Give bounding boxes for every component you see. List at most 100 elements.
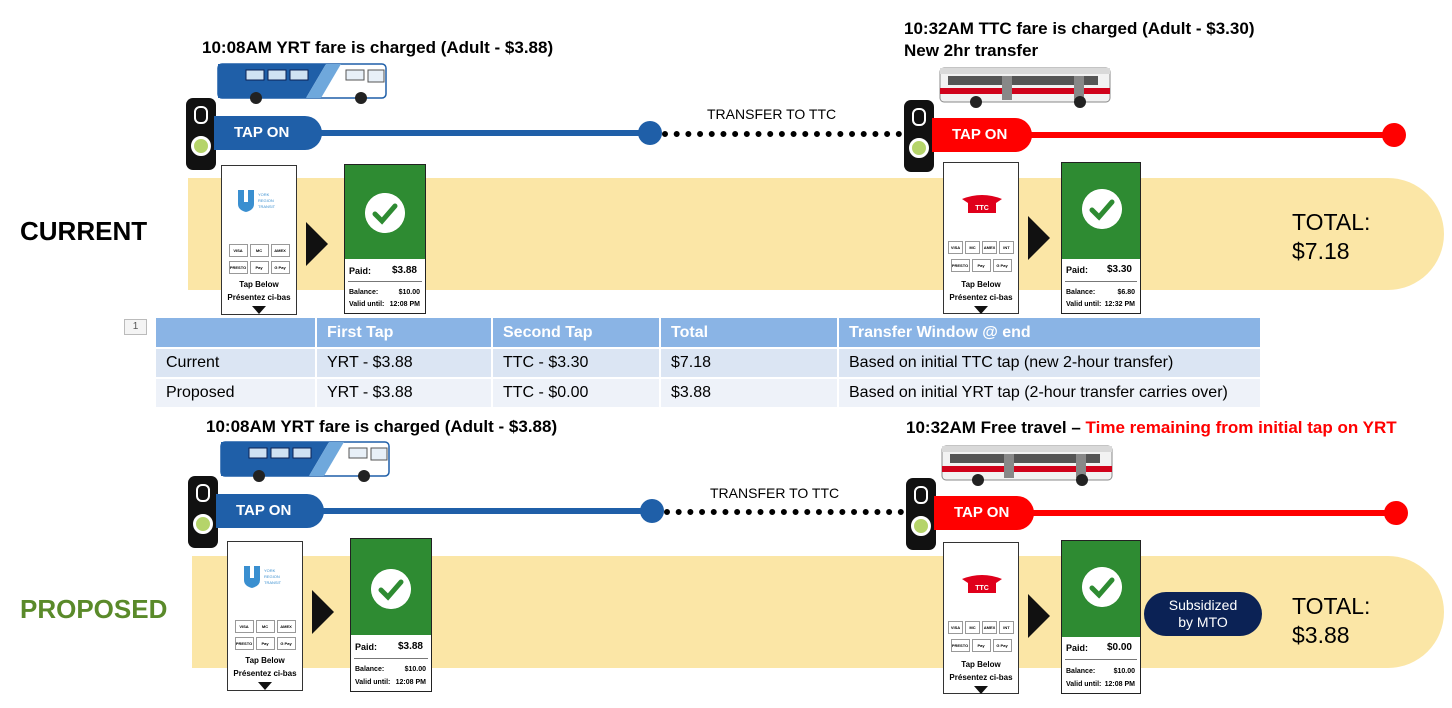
google-pay-icon: G Pay <box>992 639 1012 652</box>
presto-icon: PRESTO <box>228 261 248 274</box>
google-pay-icon: G Pay <box>992 259 1012 272</box>
fare-comparison-table: First Tap Second Tap Total Transfer Wind… <box>156 318 1262 409</box>
current-ttc-tap-on: TAP ON <box>932 118 1032 152</box>
google-pay-icon: G Pay <box>270 261 290 274</box>
apple-pay-icon: Pay <box>971 639 991 652</box>
current-yrt-end-node <box>638 121 662 145</box>
valid-until: 12:08 PM <box>395 679 426 686</box>
svg-text:YORK: YORK <box>264 568 276 573</box>
apple-pay-icon: Pay <box>249 261 269 274</box>
mastercard-icon: MC <box>965 621 980 634</box>
svg-text:TRANSIT: TRANSIT <box>258 204 276 209</box>
tap-below-text: Tap Below <box>961 280 1001 289</box>
ttc-logo-icon: TTC <box>962 195 1002 213</box>
subsidy-badge: Subsidized by MTO <box>1144 592 1262 636</box>
mastercard-icon: MC <box>255 620 275 633</box>
checkmark-icon <box>1082 189 1122 229</box>
table-header: Transfer Window @ end <box>838 318 1262 349</box>
mastercard-icon: MC <box>965 241 980 254</box>
row-number: 1 <box>124 319 147 335</box>
apple-pay-icon: Pay <box>255 637 275 650</box>
svg-text:REGION: REGION <box>258 198 274 203</box>
amex-icon: AMEX <box>982 621 997 634</box>
visa-icon: VISA <box>228 244 248 257</box>
table-header: Second Tap <box>492 318 661 349</box>
proposed-ttc-caption: 10:32AM Free travel – Time remaining fro… <box>906 418 1397 437</box>
current-ttc-route-line <box>1030 132 1390 138</box>
ttc-validator-signal-icon <box>906 478 936 550</box>
table-header: First Tap <box>316 318 493 349</box>
amex-icon: AMEX <box>276 620 296 633</box>
current-yrt-route-line <box>320 130 650 136</box>
proposed-yrt-receipt: Paid: $3.88 Balance: $10.00 Valid until:… <box>350 538 432 692</box>
presto-icon: PRESTO <box>950 259 970 272</box>
current-yrt-tap-on: TAP ON <box>214 116 322 150</box>
interac-icon: INT <box>999 621 1014 634</box>
proposed-ttc-tap-on: TAP ON <box>934 496 1034 530</box>
ttc-bus-icon <box>939 67 1111 108</box>
interac-icon: INT <box>999 241 1014 254</box>
arrow-right-icon <box>1028 216 1050 260</box>
proposed-ttc-end-node <box>1384 501 1408 525</box>
paid-amount: $3.88 <box>397 641 423 652</box>
paid-amount: $0.00 <box>1106 642 1132 653</box>
arrow-right-icon <box>1028 594 1050 638</box>
checkmark-icon <box>365 193 405 233</box>
visa-icon: VISA <box>234 620 254 633</box>
tap-below-text: Tap Below <box>239 280 279 289</box>
current-yrt-caption: 10:08AM YRT fare is charged (Adult - $3.… <box>202 38 554 57</box>
svg-text:TTC: TTC <box>975 205 989 212</box>
svg-text:TTC: TTC <box>975 585 989 592</box>
yrt-logo-icon: YORK REGION TRANSIT <box>244 566 282 588</box>
presentez-text: Présentez ci-bas <box>949 293 1013 302</box>
current-transfer-dotted-line <box>662 131 902 137</box>
table-row: Current YRT - $3.88 TTC - $3.30 $7.18 Ba… <box>156 348 1262 379</box>
proposed-yrt-caption: 10:08AM YRT fare is charged (Adult - $3.… <box>206 417 558 436</box>
ttc-logo-icon: TTC <box>962 575 1002 593</box>
current-ttc-end-node <box>1382 123 1406 147</box>
proposed-yrt-route-line <box>322 508 652 514</box>
proposed-ttc-caption-highlight: Time remaining from initial tap on YRT <box>1085 418 1397 437</box>
down-triangle-icon <box>252 306 266 314</box>
yrt-validator-signal-icon <box>186 98 216 170</box>
presto-icon: PRESTO <box>234 637 254 650</box>
current-total-label: TOTAL: <box>1292 209 1371 235</box>
proposed-ttc-receipt: Paid: $0.00 Balance: $10.00 Valid until:… <box>1061 540 1141 694</box>
current-ttc-caption-line1: 10:32AM TTC fare is charged (Adult - $3.… <box>904 19 1255 38</box>
valid-until: 12:08 PM <box>1104 681 1135 688</box>
presentez-text: Présentez ci-bas <box>233 669 297 678</box>
proposed-transfer-label: TRANSFER TO TTC <box>710 485 840 501</box>
checkmark-icon <box>1082 567 1122 607</box>
arrow-right-icon <box>306 222 328 266</box>
mastercard-icon: MC <box>249 244 269 257</box>
balance-amount: $10.00 <box>404 666 426 673</box>
current-total-value: $7.18 <box>1292 238 1350 264</box>
proposed-ttc-route-line <box>1032 510 1394 516</box>
amex-icon: AMEX <box>270 244 290 257</box>
amex-icon: AMEX <box>982 241 997 254</box>
svg-text:YORK: YORK <box>258 192 270 197</box>
current-label: CURRENT <box>20 216 148 246</box>
table-row: Proposed YRT - $3.88 TTC - $0.00 $3.88 B… <box>156 378 1262 409</box>
arrow-right-icon <box>312 590 334 634</box>
google-pay-icon: G Pay <box>276 637 296 650</box>
yrt-bus-icon <box>217 63 387 104</box>
svg-text:REGION: REGION <box>264 574 280 579</box>
ttc-validator-signal-icon <box>904 100 934 172</box>
down-triangle-icon <box>974 686 988 694</box>
presentez-text: Présentez ci-bas <box>227 293 291 302</box>
current-yrt-receipt: Paid: $3.88 Balance: $10.00 Valid until:… <box>344 164 426 314</box>
proposed-yrt-tap-on: TAP ON <box>216 494 324 528</box>
paid-amount: $3.30 <box>1106 264 1132 275</box>
balance-amount: $6.80 <box>1117 289 1135 296</box>
